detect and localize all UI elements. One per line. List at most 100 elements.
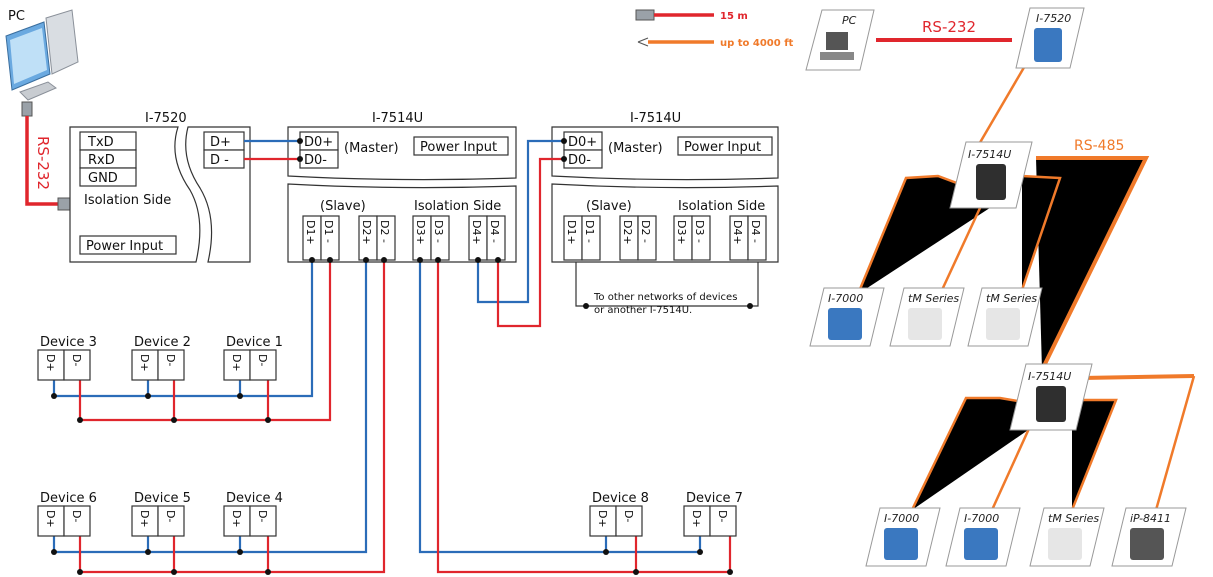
conv2-slave: (Slave) [586, 199, 632, 214]
i7520-title: I-7520 [145, 111, 187, 126]
device-name: Device 8 [592, 491, 649, 506]
i7520-dminus: D - [210, 153, 229, 168]
module-card-label: I-7000 [828, 292, 863, 305]
rs485-label: RS-485 [1074, 138, 1124, 154]
device-name: Device 3 [40, 335, 97, 350]
port-label: D2 - [639, 220, 652, 243]
module-card: I-7000 [809, 287, 885, 347]
module-card-label: tM Series [1048, 512, 1099, 525]
conv2-ports: D1+D1 -D2+D2 -D3+D3 -D4+D4 - [563, 215, 767, 261]
devices: Device 3D+D-Device 2D+D-Device 1D+D-Devi… [37, 335, 743, 537]
right-pc-label: PC [842, 14, 857, 27]
hub1-label: I-7514U [968, 148, 1011, 161]
module-card: I-7000 [945, 507, 1021, 567]
device-plus: D+ [230, 354, 243, 372]
port-label: D1+ [304, 220, 317, 245]
gnd-label: GND [88, 171, 118, 186]
device-name: Device 4 [226, 491, 283, 506]
port-cell [747, 215, 767, 261]
module-card: tM Series [1029, 507, 1105, 567]
conv1-d0-plus: D0+ [304, 135, 333, 150]
device-plus: D+ [138, 510, 151, 528]
conv1-title: I-7514U [372, 111, 423, 126]
device-block: Device 8D+D- [589, 491, 649, 537]
txd-label: TxD [87, 135, 114, 150]
device-plus: D+ [596, 510, 609, 528]
device-plus: D+ [690, 510, 703, 528]
conv1-master: (Master) [344, 141, 399, 156]
conv2-title: I-7514U [630, 111, 681, 126]
note-line-1: To other networks of devices [593, 292, 737, 303]
device-block: Device 7D+D- [683, 491, 743, 537]
conv1-iso: Isolation Side [414, 199, 501, 214]
io-module-icon [1048, 528, 1082, 560]
io-module-icon [1130, 528, 1164, 560]
io-module-icon [828, 308, 862, 340]
wire-junctions [51, 138, 733, 575]
device-minus: D- [716, 510, 729, 522]
conv2-bottom-box [551, 183, 779, 263]
port-label: D4 - [488, 220, 501, 243]
io-module-icon [884, 528, 918, 560]
wire-end-icon [637, 37, 649, 47]
device-minus: D- [164, 510, 177, 522]
port-label: D4+ [731, 220, 744, 245]
module-card: I-7000 [865, 507, 941, 567]
device-minus: D- [256, 510, 269, 522]
other-network-bracket [575, 262, 759, 307]
device-minus: D- [70, 354, 83, 366]
module-card: tM Series [967, 287, 1043, 347]
right-pc-icon [826, 32, 848, 50]
conv2-d0-plus: D0+ [568, 135, 597, 150]
device-block: Device 3 D+ D- [37, 335, 97, 381]
module-card-label: I-7000 [884, 512, 919, 525]
module-card: tM Series [889, 287, 965, 347]
port-label: D3 - [432, 220, 445, 243]
conv2-power: Power Input [684, 140, 761, 155]
port-label: D1 - [322, 220, 335, 243]
right-i7520-label: I-7520 [1036, 12, 1071, 25]
io-module-icon [986, 308, 1020, 340]
device-plus: D+ [138, 354, 151, 372]
rs232-label: RS-232 [34, 136, 52, 190]
device-name: Device 2 [134, 335, 191, 350]
hub2-label: I-7514U [1028, 370, 1071, 383]
conv2-master: (Master) [608, 141, 663, 156]
rs232-cable [25, 116, 62, 206]
device-block: Device 6 D+ D- [37, 491, 97, 537]
device-name: Device 5 [134, 491, 191, 506]
i7520-iso-label: Isolation Side [84, 193, 171, 208]
device-plus: D+ [44, 510, 57, 528]
topology-illustration: RS-232 RS-485 PC I-7520 I-7514U I-7514U … [805, 7, 1196, 567]
conv1-slave: (Slave) [320, 199, 366, 214]
rxd-label: RxD [88, 153, 115, 168]
i7520-module-icon [1034, 28, 1062, 62]
pc-label: PC [8, 9, 25, 24]
legend: 15 m up to 4000 ft [635, 9, 794, 49]
device-minus: D- [256, 354, 269, 366]
device-minus: D- [70, 510, 83, 522]
device-name: Device 6 [40, 491, 97, 506]
device-plus: D+ [230, 510, 243, 528]
hub1-module-icon [976, 164, 1006, 200]
conv2-d0-minus: D0- [568, 153, 591, 168]
port-label: D3+ [675, 220, 688, 245]
port-label: D2 - [378, 220, 391, 243]
device-block: Device 4 D+ D- [223, 491, 283, 537]
device-plus: D+ [44, 354, 57, 372]
device-minus: D- [164, 354, 177, 366]
port-label: D1 - [583, 220, 596, 243]
port-cell [581, 215, 601, 261]
port-label: D1+ [565, 220, 578, 245]
io-module-icon [964, 528, 998, 560]
device-name: Device 1 [226, 335, 283, 350]
device-block: Device 5 D+ D- [131, 491, 191, 537]
conv1-d0-minus: D0- [304, 153, 327, 168]
hub2-module-icon [1036, 386, 1066, 422]
conv2-iso: Isolation Side [678, 199, 765, 214]
pc-computer-icon [5, 9, 79, 101]
wires [52, 139, 732, 574]
port-label: D2+ [621, 220, 634, 245]
conv1-bottom-box [287, 183, 517, 263]
